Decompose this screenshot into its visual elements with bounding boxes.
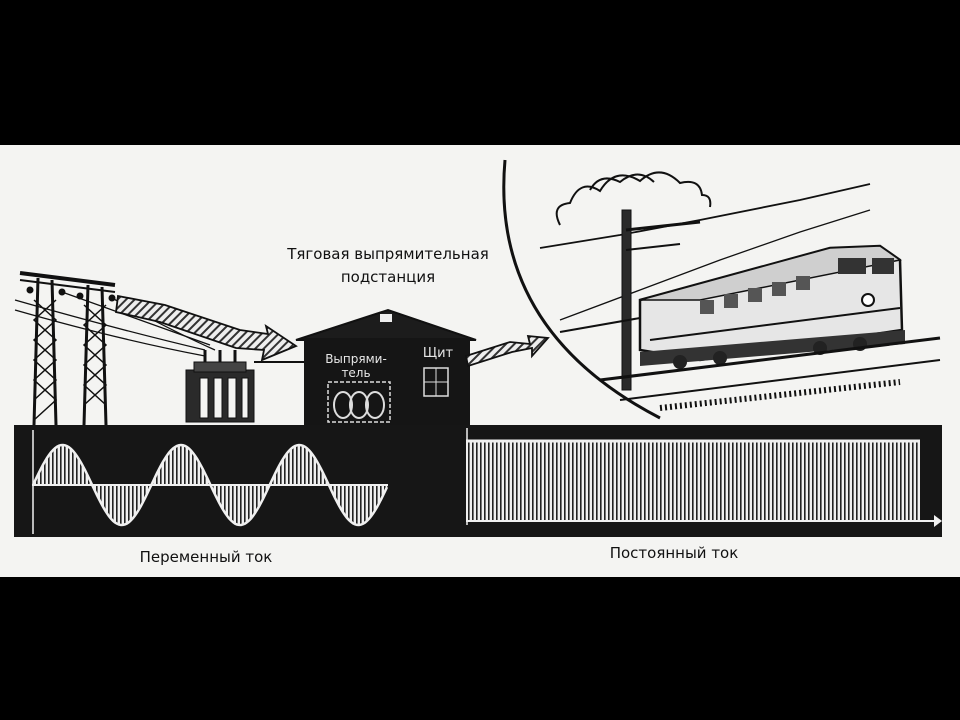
- vignette-arc: [502, 159, 661, 420]
- substation-title-line1: Тяговая выпрямительная: [286, 245, 489, 263]
- ac-current-label: Переменный ток: [140, 548, 273, 566]
- railway-track: [559, 317, 941, 411]
- smoke-cloud: [555, 171, 712, 226]
- transformer: [185, 350, 255, 423]
- transmission-tower-group: [14, 271, 216, 426]
- switchboard-label: Щит: [423, 346, 454, 361]
- ac-supply-arrow: [115, 294, 298, 362]
- dc-waveform: [466, 428, 942, 527]
- rectifier-label-line2: тель: [341, 366, 370, 380]
- dc-output-arrow: [464, 334, 550, 368]
- substation-building: [295, 308, 477, 428]
- substation-title-line2: подстанция: [341, 268, 435, 286]
- catenary-line: [539, 183, 871, 391]
- electric-locomotive: [638, 244, 905, 369]
- dc-current-label: Постоянный ток: [610, 544, 739, 562]
- ac-waveform: [31, 430, 389, 534]
- rectifier-label-line1: Выпрями-: [325, 352, 387, 366]
